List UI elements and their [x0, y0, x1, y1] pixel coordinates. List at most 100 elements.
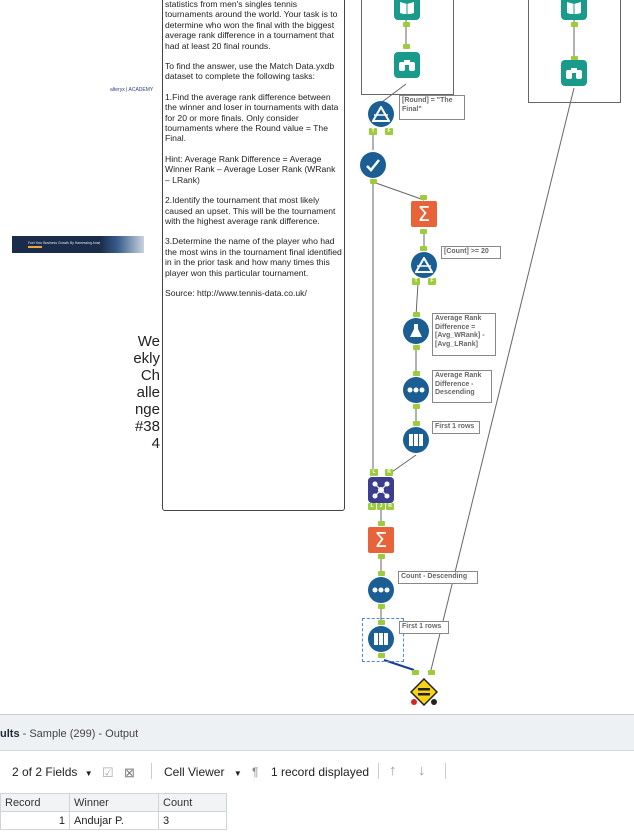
- annotation-filter-round: [Round] = "The Final": [399, 95, 465, 120]
- output-anchor[interactable]: [403, 22, 410, 27]
- output-anchor[interactable]: [420, 229, 427, 234]
- flask-icon: [410, 324, 422, 337]
- results-pane: ults - Sample (299) - Output 2 of 2 Fiel…: [0, 714, 634, 840]
- sample-icon: [409, 434, 423, 446]
- pilcrow-icon[interactable]: ¶: [252, 765, 259, 779]
- clear-icon[interactable]: ⊠: [124, 765, 135, 780]
- filter-tool-count[interactable]: [411, 252, 437, 278]
- filter-false-anchor[interactable]: F: [428, 278, 436, 285]
- tool-container-right[interactable]: [528, 0, 621, 103]
- input-anchor[interactable]: [403, 44, 410, 49]
- filter-false-anchor[interactable]: F: [385, 128, 393, 135]
- sort-tool-1[interactable]: [403, 377, 429, 403]
- filter-icon: [372, 106, 390, 122]
- input-anchor[interactable]: [378, 521, 385, 526]
- input-anchor[interactable]: [420, 246, 427, 251]
- checkmark-icon: [366, 159, 380, 172]
- input-anchor[interactable]: [428, 670, 435, 675]
- cell-viewer-dropdown[interactable]: Cell Viewer ▼: [164, 765, 242, 779]
- output-anchor[interactable]: [378, 653, 385, 658]
- alteryx-academy-label: alteryx | ACADEMY: [110, 87, 154, 93]
- browse-tool-binoculars-right[interactable]: [561, 60, 587, 86]
- comment-paragraph: 1.Find the average rank difference betwe…: [165, 91, 339, 144]
- comment-tool[interactable]: statistics from men's singles tennis tou…: [162, 0, 345, 511]
- cell-count[interactable]: 3: [158, 811, 227, 830]
- join-inner-output-anchor[interactable]: J: [377, 503, 385, 510]
- sample-icon: [374, 633, 388, 645]
- join-left-input-anchor[interactable]: L: [370, 469, 378, 476]
- workflow-canvas[interactable]: statistics from men's singles tennis tou…: [0, 0, 634, 714]
- join-left-output-anchor[interactable]: L: [368, 503, 376, 510]
- cell-record[interactable]: 1: [0, 811, 70, 830]
- arrow-down-icon[interactable]: ↓: [418, 762, 426, 779]
- select-tool[interactable]: [360, 152, 386, 178]
- sort-tool-2[interactable]: [368, 577, 394, 603]
- filter-true-anchor[interactable]: T: [412, 278, 420, 285]
- sample-tool-1[interactable]: [403, 427, 429, 453]
- fields-dropdown[interactable]: 2 of 2 Fields ▼: [12, 765, 93, 779]
- output-anchor[interactable]: [378, 554, 385, 559]
- filter-icon: [415, 257, 433, 273]
- sigma-icon: Σ: [368, 527, 394, 553]
- comment-paragraph: 3.Determine the name of the player who h…: [165, 236, 342, 278]
- output-anchor[interactable]: [413, 404, 420, 409]
- join-right-input-anchor[interactable]: R: [385, 469, 393, 476]
- browse-tool-top-left[interactable]: [394, 0, 420, 20]
- sort-dots-icon: [407, 387, 425, 393]
- warning-diamond-icon: [410, 678, 438, 706]
- join-right-output-anchor[interactable]: R: [386, 503, 394, 510]
- summarize-tool-1[interactable]: Σ: [411, 201, 437, 227]
- cell-viewer-label: Cell Viewer: [164, 765, 225, 779]
- banner-accent: [28, 246, 42, 248]
- checkbox-icon[interactable]: ☑: [102, 765, 114, 780]
- input-anchor[interactable]: [378, 571, 385, 576]
- join-tool[interactable]: [368, 477, 394, 503]
- chevron-down-icon: ▼: [233, 769, 242, 778]
- input-anchor[interactable]: [378, 620, 385, 625]
- toolbar-divider: [378, 763, 379, 779]
- weekly-challenge-title: Weekly Challenge #384: [133, 333, 160, 452]
- input-anchor[interactable]: [413, 312, 420, 317]
- input-anchor[interactable]: [412, 670, 419, 675]
- sample-tool-2[interactable]: [368, 626, 394, 652]
- banner-image: [100, 236, 144, 253]
- annotation-sort-2: Count - Descending: [398, 571, 478, 584]
- table-row[interactable]: 1 Andujar P. 3: [0, 811, 227, 830]
- record-count: 1 record displayed: [271, 765, 370, 779]
- test-tool[interactable]: [410, 678, 438, 706]
- annotation-filter-count: [Count] >= 20: [441, 246, 501, 259]
- formula-tool[interactable]: [403, 318, 429, 344]
- svg-text:Σ: Σ: [375, 528, 388, 552]
- input-anchor[interactable]: [571, 56, 578, 61]
- output-anchor[interactable]: [413, 345, 420, 350]
- filter-true-anchor[interactable]: T: [369, 128, 377, 135]
- filter-tool-round[interactable]: [368, 101, 394, 127]
- tool-container-left[interactable]: [361, 0, 454, 95]
- connection-lines: [372, 20, 575, 671]
- comment-paragraph: Source: http://www.tennis-data.co.uk/: [165, 287, 307, 298]
- column-header-count[interactable]: Count: [158, 793, 227, 812]
- comment-paragraph: statistics from men's singles tennis tou…: [165, 0, 338, 51]
- arrow-up-icon[interactable]: ↑: [389, 762, 397, 779]
- results-title-strong: ults: [0, 728, 20, 740]
- input-anchor[interactable]: [420, 195, 427, 200]
- sigma-icon: Σ: [411, 201, 437, 227]
- results-title-rest: - Sample (299) - Output: [19, 728, 139, 740]
- comment-paragraph: To find the answer, use the Match Data.y…: [165, 61, 335, 82]
- column-header-winner[interactable]: Winner: [69, 793, 159, 812]
- column-header-record[interactable]: Record: [0, 793, 70, 812]
- summarize-tool-2[interactable]: Σ: [368, 527, 394, 553]
- input-anchor[interactable]: [413, 421, 420, 426]
- browse-tool-top-right[interactable]: [561, 0, 587, 20]
- join-icon: [372, 481, 390, 499]
- binoculars-icon: [399, 60, 415, 71]
- cell-winner[interactable]: Andujar P.: [69, 811, 159, 830]
- results-grid: Record Winner Count 1 Andujar P. 3: [0, 793, 227, 830]
- output-anchor[interactable]: [571, 22, 578, 27]
- output-anchor[interactable]: [370, 179, 377, 184]
- annotation-sample-1: First 1 rows: [432, 421, 480, 434]
- svg-text:Σ: Σ: [418, 202, 431, 226]
- output-anchor[interactable]: [378, 604, 385, 609]
- input-anchor[interactable]: [413, 371, 420, 376]
- browse-tool-binoculars-left[interactable]: [394, 52, 420, 78]
